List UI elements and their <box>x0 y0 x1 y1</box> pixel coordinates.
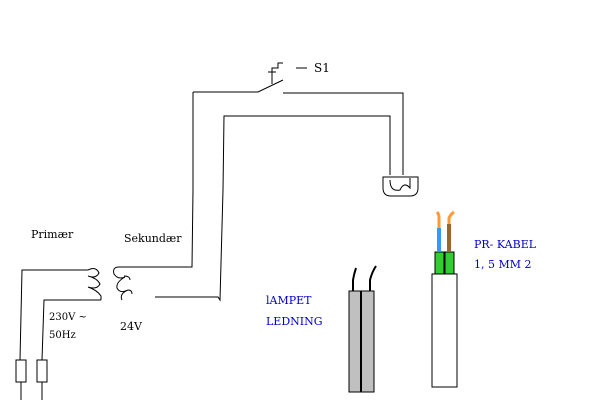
input-voltage-label: 230V ~ <box>49 312 87 323</box>
lamp-socket-contact <box>389 178 411 191</box>
primary-coil <box>87 268 102 300</box>
pr-copper-right <box>447 210 455 224</box>
lamp-cable <box>348 265 377 393</box>
pr-insulation-left <box>434 251 445 275</box>
lamp-socket <box>382 176 419 197</box>
lamp-cable-label-line2: LEDNING <box>266 315 323 328</box>
pr-cable-label-line1: PR- KABEL <box>474 238 537 251</box>
transformer <box>87 266 133 301</box>
wire-switch-to-secondary <box>119 92 194 268</box>
wire-primary-top <box>19 269 88 361</box>
pr-cable-sheath <box>431 273 458 388</box>
output-voltage-label: 24V <box>120 320 143 333</box>
pr-cable <box>431 210 458 388</box>
switch-lever <box>193 79 284 93</box>
mains-plug <box>15 359 48 400</box>
secondary-coil <box>113 266 129 301</box>
switch-actuator <box>271 62 283 84</box>
wire-lamp-to-secondary <box>155 115 391 302</box>
pr-cable-label-line2: 1, 5 MM 2 <box>474 258 532 271</box>
input-frequency-label: 50Hz <box>49 330 76 341</box>
pr-insulation-right <box>444 251 455 275</box>
lamp-conductor-left <box>352 267 357 291</box>
lamp-conductor-right <box>369 265 377 291</box>
switch-label: S1 <box>314 61 330 75</box>
plug-pin-right <box>36 359 48 383</box>
plug-pin-left <box>15 359 27 383</box>
wire-primary-bottom <box>41 299 101 361</box>
pr-copper-left <box>435 210 441 228</box>
primary-label: Primær <box>31 228 74 241</box>
secondary-label: Sekundær <box>124 232 182 245</box>
secondary-coil-taps <box>123 275 133 295</box>
circuit-wires <box>19 92 391 361</box>
lamp-cable-label-line1: lAMPET <box>266 294 312 307</box>
switch-output-wire <box>283 92 404 175</box>
lamp-socket-body <box>382 176 419 197</box>
switch-s1 <box>193 62 404 175</box>
